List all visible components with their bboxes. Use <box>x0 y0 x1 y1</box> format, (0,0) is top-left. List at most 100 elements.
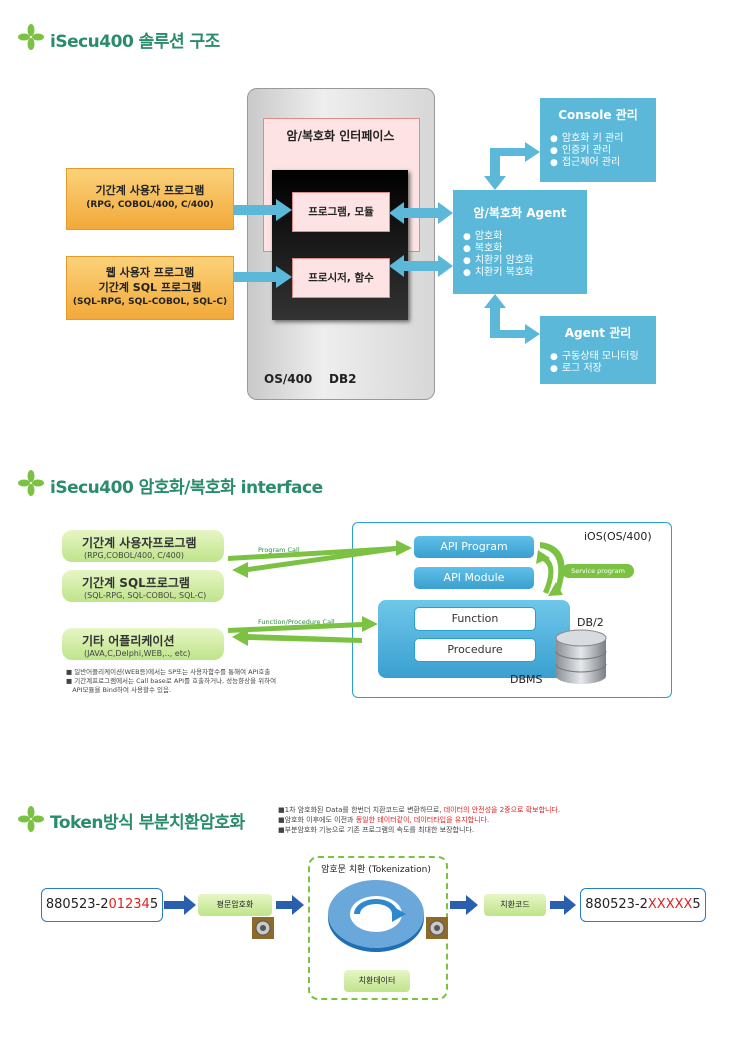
arrow-right-icon <box>550 895 576 915</box>
star-icon <box>18 470 44 496</box>
arrow-right-icon <box>450 895 478 915</box>
web-program-title: 웹 사용자 프로그램 <box>105 266 195 279</box>
arrow-left-icon <box>232 546 396 578</box>
note-line: ■1차 암호화된 Data를 한번더 치환코드로 변환하므로, 데이터의 안전성… <box>278 806 561 814</box>
lock-icon <box>426 917 448 939</box>
note-line: ■ 기간계프로그램에서는 Call base로 API를 호출하거나, 성능향상… <box>66 677 277 685</box>
crypto-agent-box: 암/복호화 Agent 암호화 복호화 치환키 암호화 치환키 복호화 <box>453 190 587 294</box>
lock-icon <box>252 917 274 939</box>
legacy-user-program-box: 기간계 사용자 프로그램 (RPG, COBOL/400, C/400) <box>66 168 234 230</box>
legacy-user-program-title: 기간계 사용자프로그램 <box>82 536 197 550</box>
legacy-sql-program-sub: (SQL-RPG, SQL-COBOL, SQL-C) <box>84 591 207 600</box>
other-application-title: 기타 어플리케이션 <box>82 634 175 648</box>
list-item: 복호화 <box>463 243 587 255</box>
console-mgmt-title: Console 관리 <box>558 108 638 122</box>
section3-arrows <box>164 895 576 915</box>
code-suffix: 5 <box>692 897 701 912</box>
section1-title: iSecu400 솔루션 구조 <box>50 32 220 52</box>
plain-encryption-pill: 평문암호화 <box>198 894 272 916</box>
note-line: ■부분암호화 기능으로 기존 프로그램의 속도를 최대한 보장합니다. <box>278 826 475 834</box>
list-item: 접근제어 관리 <box>550 157 656 169</box>
substitution-code-pill: 치환코드 <box>484 894 546 916</box>
section2-arrows <box>228 540 565 646</box>
arrow-right-icon <box>233 199 292 221</box>
star-icon <box>18 806 44 832</box>
procedure-label: Procedure <box>447 643 503 656</box>
substitution-data-label: 치환데이터 <box>358 976 396 985</box>
arrow-right-icon <box>164 895 196 915</box>
code-prefix: 880523-2 <box>585 897 648 912</box>
agent-mgmt-box: Agent 관리 구동상태 모니터링 로그 저장 <box>540 316 656 384</box>
list-item: 암호화 키 관리 <box>550 133 656 145</box>
sql-program-title: 기간계 SQL 프로그램 <box>98 281 202 294</box>
other-application-pill: 기타 어플리케이션 (JAVA,C,Delphi,WEB,.., etc) <box>62 628 224 660</box>
code-masked-part: 01234 <box>108 897 150 912</box>
service-program-pill: Service program <box>562 564 634 578</box>
plaintext-code-box: 880523-2012345 <box>41 888 163 922</box>
elbow-arrow-icon <box>484 294 540 344</box>
substitution-code-label: 치환코드 <box>500 900 530 909</box>
code-prefix: 880523-2 <box>45 897 109 912</box>
program-module-box: 프로그램, 모듈 <box>292 192 390 232</box>
ios-label: iOS(OS/400) <box>584 530 652 543</box>
legacy-user-program-pill: 기간계 사용자프로그램 (RPG,COBOL/400, C/400) <box>62 530 224 562</box>
list-item: 치환키 복호화 <box>463 267 587 279</box>
db2-label: DB/2 <box>577 616 604 629</box>
arrow-left-icon <box>232 628 362 646</box>
code-masked-part: XXXXX <box>647 897 693 912</box>
procedure-pill: Procedure <box>414 638 536 662</box>
program-call-label: Program Call <box>258 546 300 554</box>
database-icon <box>555 629 607 684</box>
console-mgmt-box: Console 관리 암호화 키 관리 인증키 관리 접근제어 관리 <box>540 98 656 182</box>
service-program-label: Service program <box>571 567 625 575</box>
sql-program-sub: (SQL-RPG, SQL-COBOL, SQL-C) <box>72 297 228 307</box>
plain-encryption-label: 평문암호화 <box>216 900 254 909</box>
api-program-pill: API Program <box>414 536 534 558</box>
note-line: ■암호화 이후에도 이전과 동일한 테이터같이, 데이터타입을 유지합니다. <box>278 816 490 824</box>
api-module-pill: API Module <box>414 567 534 589</box>
legacy-sql-program-title: 기간계 SQL프로그램 <box>82 576 190 590</box>
console-mgmt-list: 암호화 키 관리 인증키 관리 접근제어 관리 <box>550 133 656 169</box>
legacy-sql-program-pill: 기간계 SQL프로그램 (SQL-RPG, SQL-COBOL, SQL-C) <box>62 570 224 602</box>
double-arrow-icon <box>389 255 453 277</box>
legacy-user-program-title: 기간계 사용자 프로그램 <box>95 184 205 197</box>
agent-mgmt-list: 구동상태 모니터링 로그 저장 <box>550 351 656 375</box>
os-db2-label: OS/400 DB2 <box>264 372 357 386</box>
list-item: 구동상태 모니터링 <box>550 351 656 363</box>
section3-title: Token방식 부분치환암호화 <box>50 813 245 833</box>
agent-mgmt-title: Agent 관리 <box>564 326 632 340</box>
star-icon <box>18 24 44 50</box>
func-proc-call-label: Function/Procedure Call <box>258 618 335 626</box>
procedure-function-label: 프로시저, 함수 <box>308 272 374 284</box>
api-program-label: API Program <box>440 540 508 553</box>
section1-arrows <box>233 142 540 344</box>
legacy-user-program-sub: (RPG,COBOL/400, C/400) <box>84 551 184 560</box>
list-item: 치환키 암호화 <box>463 255 587 267</box>
code-suffix: 5 <box>149 897 159 912</box>
function-pill: Function <box>414 607 536 631</box>
tokenization-label: 암호문 치환 (Tokenization) <box>321 865 431 875</box>
double-arrow-icon <box>389 202 453 224</box>
arrow-right-icon <box>228 616 378 633</box>
dbms-label: DBMS <box>510 673 543 686</box>
crypto-agent-title: 암/복호화 Agent <box>473 206 567 220</box>
arrow-right-icon <box>228 540 412 561</box>
program-module-label: 프로그램, 모듈 <box>308 206 374 218</box>
list-item: 암호화 <box>463 231 587 243</box>
other-application-sub: (JAVA,C,Delphi,WEB,.., etc) <box>84 649 191 658</box>
procedure-function-box: 프로시저, 함수 <box>292 258 390 298</box>
list-item: 로그 저장 <box>550 363 656 375</box>
curved-arrow-icon <box>540 542 565 592</box>
api-module-label: API Module <box>443 571 505 584</box>
arrow-right-icon <box>276 895 304 915</box>
tokenization-cycle-icon <box>328 880 424 952</box>
section2-title: iSecu400 암호화/복호화 interface <box>50 478 323 498</box>
note-line: ■ 일반어플리케이션(WEB등)에서는 SP또는 사용자함수를 통해여 API호… <box>66 668 271 676</box>
tokenized-code-box: 880523-2XXXXX5 <box>580 888 706 922</box>
interface-title: 암/복호화 인터페이스 <box>286 129 395 143</box>
arrow-right-icon <box>233 266 292 288</box>
crypto-agent-list: 암호화 복호화 치환키 암호화 치환키 복호화 <box>463 231 587 279</box>
web-sql-program-box: 웹 사용자 프로그램 기간계 SQL 프로그램 (SQL-RPG, SQL-CO… <box>66 256 234 320</box>
substitution-data-pill: 치환데이터 <box>344 970 410 992</box>
list-item: 인증키 관리 <box>550 145 656 157</box>
